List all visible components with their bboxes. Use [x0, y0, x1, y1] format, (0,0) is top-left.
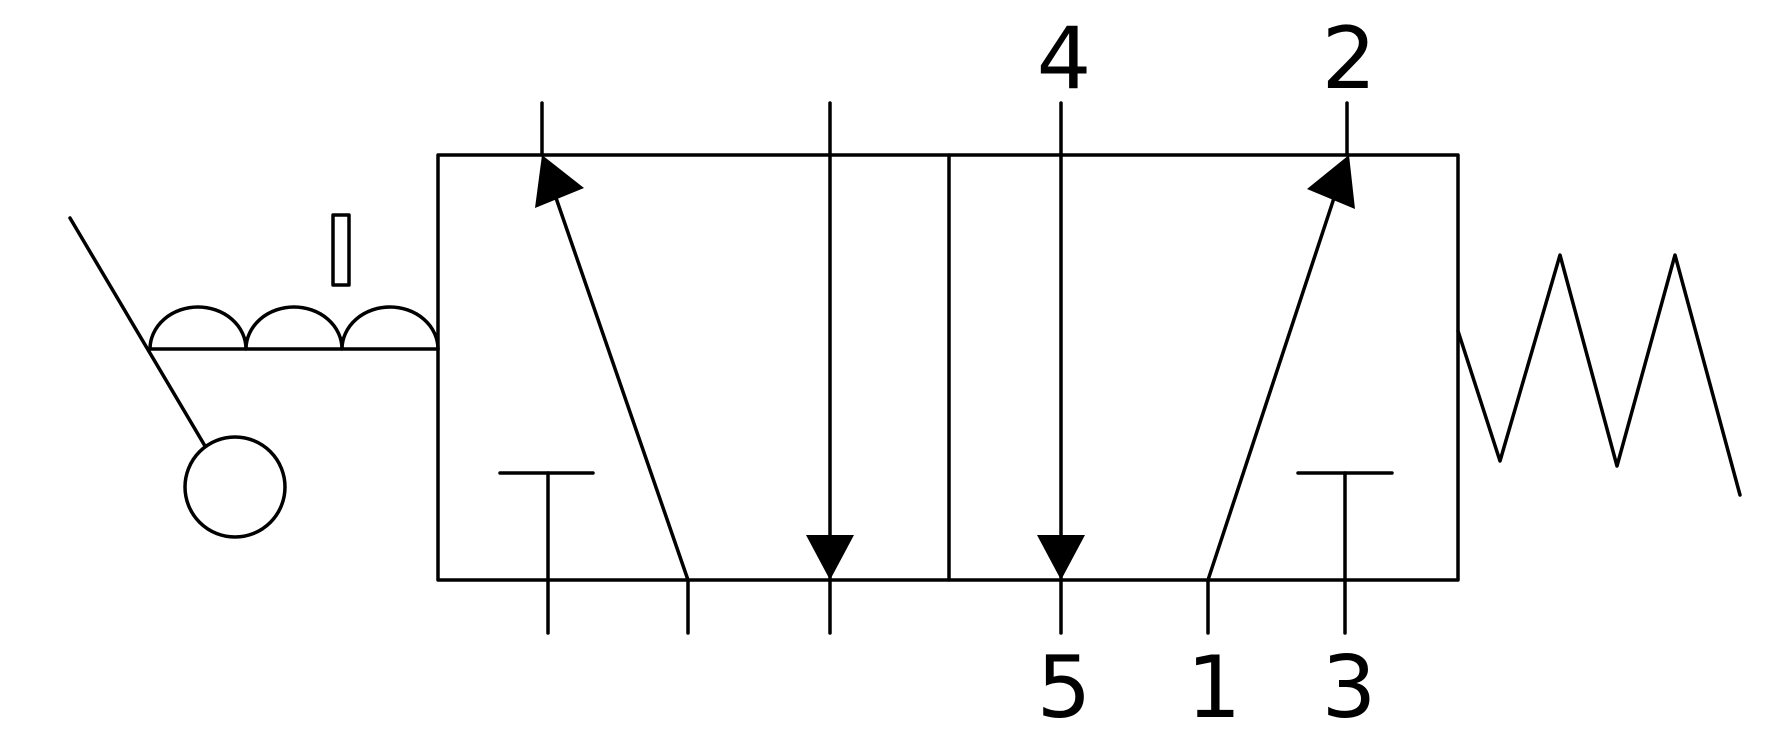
port-label-2: 2 — [1322, 9, 1377, 109]
roller-icon — [183, 435, 287, 539]
detent-mechanism — [148, 213, 440, 351]
spring-return-icon — [1456, 253, 1742, 497]
valve-body — [436, 153, 1460, 582]
port-label-5: 5 — [1037, 638, 1092, 737]
port-label-1: 1 — [1187, 638, 1242, 737]
arrowhead-down-right — [1037, 535, 1085, 580]
flow-path-diagonal-left — [553, 193, 690, 582]
roller-lever-actuator — [68, 216, 287, 539]
arrowhead-down-left — [806, 535, 854, 580]
lever-arm — [68, 216, 207, 448]
arrowhead-up-right — [1307, 155, 1355, 209]
detent-notch-icon — [331, 213, 351, 287]
detent-loops — [148, 305, 440, 351]
arrowhead-up-left — [535, 155, 584, 208]
port-label-3: 3 — [1322, 638, 1377, 737]
port-label-4: 4 — [1037, 9, 1092, 109]
flow-path-diagonal-right — [1206, 193, 1337, 582]
